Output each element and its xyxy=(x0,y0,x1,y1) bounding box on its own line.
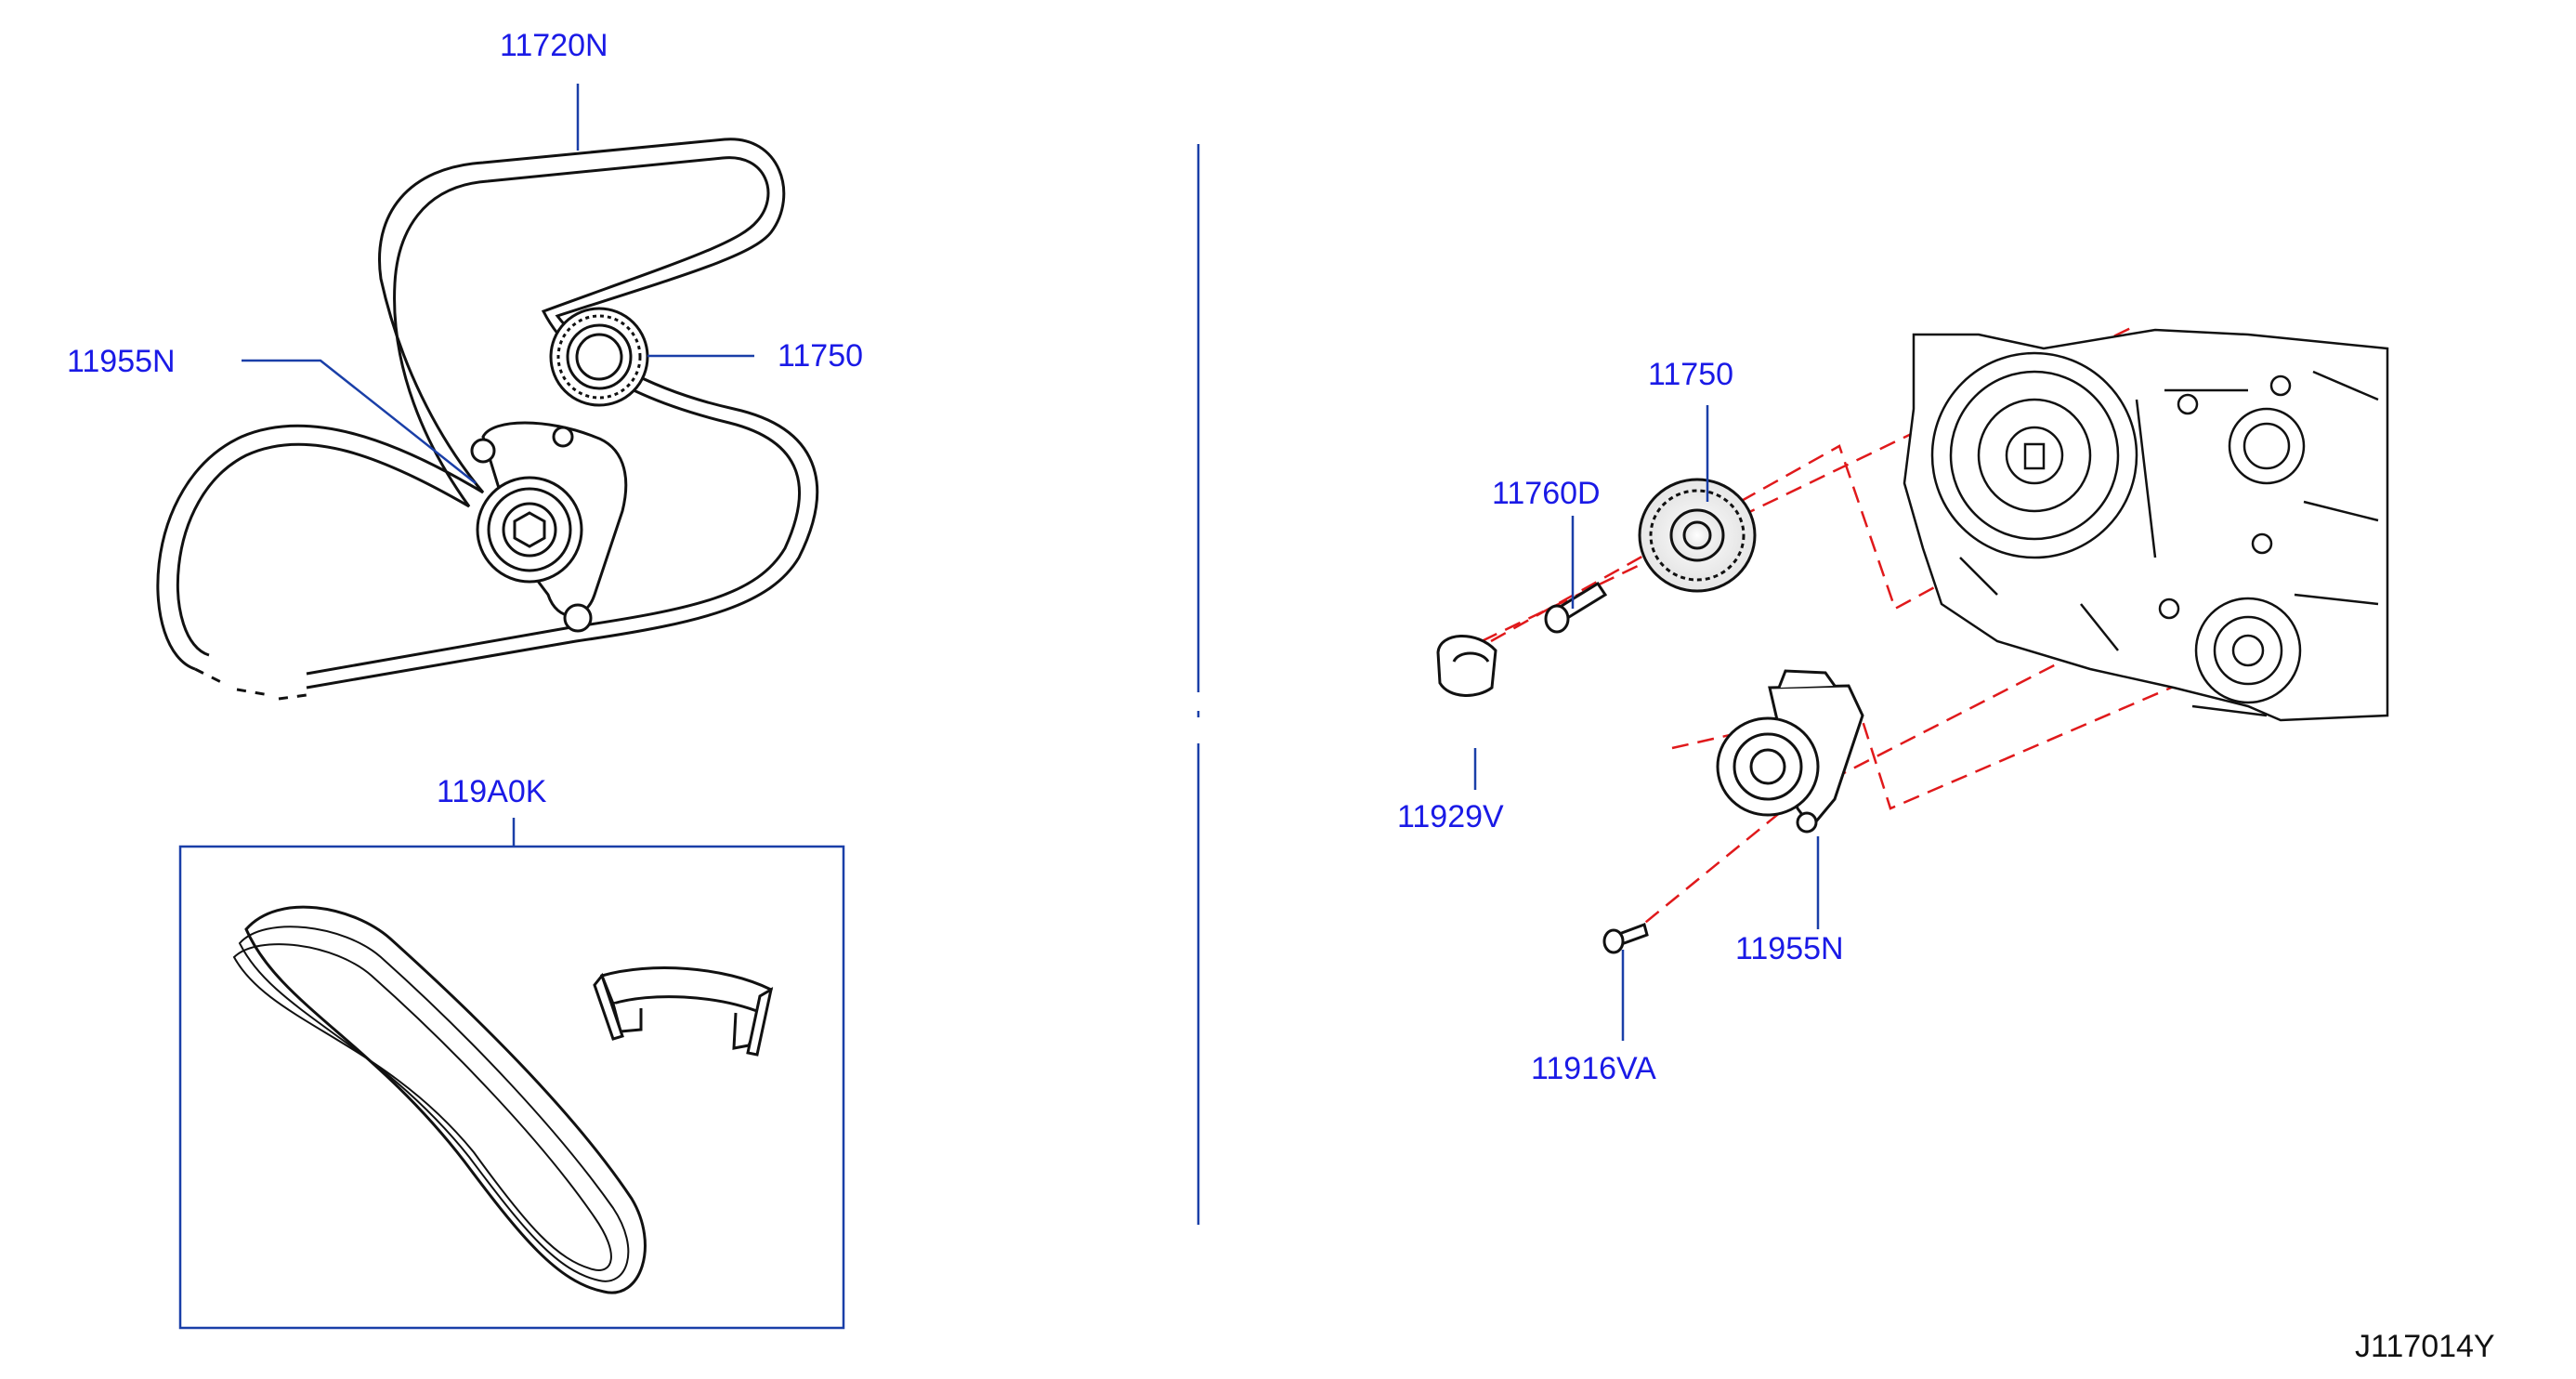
leader-lines-right xyxy=(1473,405,1820,1041)
cap-11929v xyxy=(1436,635,1497,697)
tensioner-left xyxy=(470,421,628,633)
serpentine-belt-outer xyxy=(156,138,819,690)
leader-lines-left xyxy=(242,84,754,847)
belt-clip xyxy=(593,966,774,1057)
label-right-cap: 11929V xyxy=(1397,799,1504,834)
label-kit: 119A0K xyxy=(437,774,547,809)
diagram-id-code: J117014Y xyxy=(2355,1329,2495,1364)
bolt-11916va xyxy=(1602,923,1649,954)
engine-block xyxy=(1903,328,2389,722)
idler-pulley-left xyxy=(549,307,649,407)
tensioner-right xyxy=(1716,669,1864,834)
label-right-idler: 11750 xyxy=(1648,357,1734,392)
bolt-11760d xyxy=(1544,581,1608,634)
label-right-tensioner-bolt: 11916VA xyxy=(1531,1051,1656,1086)
label-right-tensioner: 11955N xyxy=(1735,931,1844,966)
label-left-tensioner: 11955N xyxy=(67,344,176,379)
belt-routing-drawing xyxy=(156,138,819,701)
label-left-idler: 11750 xyxy=(778,338,864,374)
kit-belt xyxy=(232,905,647,1294)
label-right-bolt: 11760D xyxy=(1492,476,1601,511)
kit-box xyxy=(178,845,845,1330)
idler-pulley-right xyxy=(1638,478,1757,593)
belt-break xyxy=(194,667,307,701)
label-left-belt: 11720N xyxy=(500,28,608,63)
serpentine-belt-inner xyxy=(176,156,802,676)
